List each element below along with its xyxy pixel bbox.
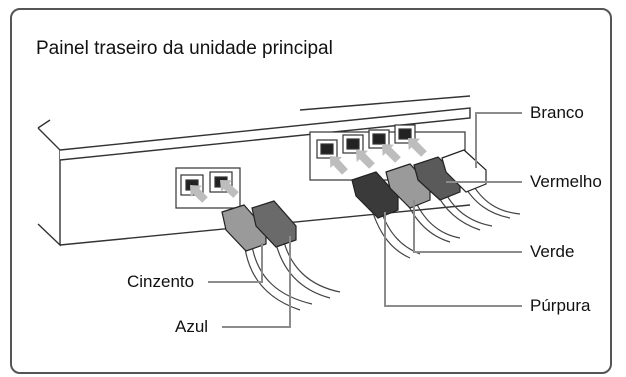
insertion-arrow bbox=[408, 138, 427, 157]
plug-cinzento bbox=[221, 204, 267, 252]
insertion-arrow bbox=[190, 185, 208, 203]
insertion-arrows bbox=[190, 138, 427, 203]
leader-branco bbox=[475, 112, 522, 168]
insertion-arrow bbox=[330, 156, 348, 175]
label-azul: Azul bbox=[175, 317, 209, 336]
insertion-arrow bbox=[220, 180, 239, 198]
label-purpura: Púrpura bbox=[530, 296, 591, 315]
diagram-frame bbox=[10, 8, 612, 374]
label-verde: Verde bbox=[530, 242, 575, 261]
label-vermelho: Vermelho bbox=[530, 172, 602, 191]
leader-azul bbox=[222, 236, 291, 328]
insertion-arrow bbox=[356, 150, 375, 169]
label-cinzento: Cinzento bbox=[127, 272, 195, 291]
insertion-arrow bbox=[382, 144, 401, 163]
leader-verde bbox=[413, 200, 522, 253]
label-branco: Branco bbox=[530, 103, 584, 122]
plug-purpura bbox=[351, 171, 399, 219]
plug-azul bbox=[251, 200, 297, 248]
speaker-cables bbox=[244, 179, 521, 311]
leader-cinzento bbox=[208, 243, 263, 283]
leader-purpura bbox=[384, 212, 522, 307]
leader-lines bbox=[208, 112, 522, 328]
diagram-title: Painel traseiro da unidade principal bbox=[36, 38, 333, 59]
